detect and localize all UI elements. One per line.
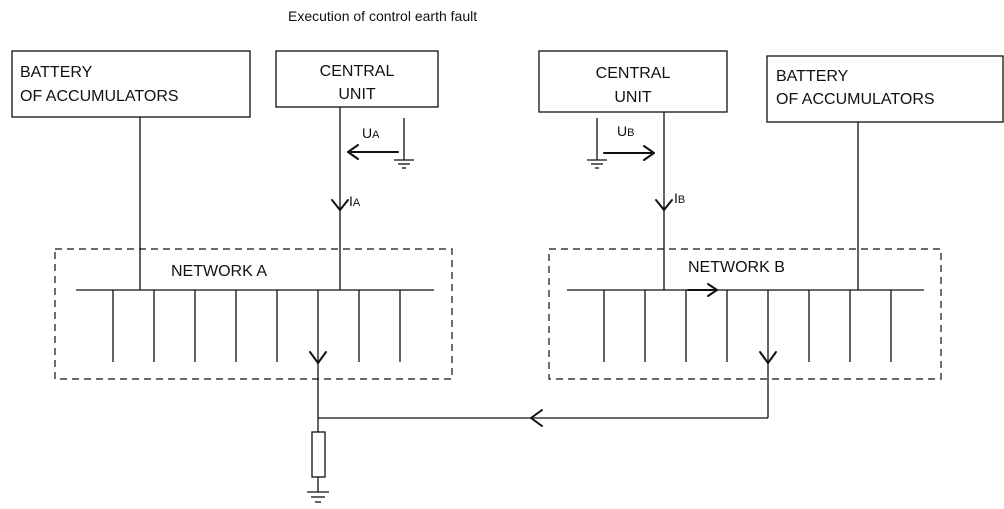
left-voltage-indicator: UA xyxy=(347,118,414,169)
network-b: NETWORK B xyxy=(548,248,942,380)
right-voltage-indicator: UB xyxy=(587,118,655,169)
left-voltage-arrowhead xyxy=(347,144,359,160)
left-current-arrowhead xyxy=(331,199,349,211)
right-battery-box: BATTERY OF ACCUMULATORS xyxy=(766,55,1004,123)
left-central-unit-label-line2: UNIT xyxy=(338,86,376,103)
right-battery-label-line2: OF ACCUMULATORS xyxy=(776,91,935,108)
fault-resistor xyxy=(311,431,326,492)
network-b-boundary xyxy=(548,248,942,380)
network-b-feeders xyxy=(603,290,892,362)
right-central-unit-label-line1: CENTRAL xyxy=(596,65,671,82)
fault-ground-icon xyxy=(307,491,329,503)
right-current-label: IB xyxy=(674,190,685,206)
left-battery-box: BATTERY OF ACCUMULATORS xyxy=(11,50,251,118)
left-battery-label-line1: BATTERY xyxy=(20,64,93,81)
network-b-fault-arrowhead xyxy=(759,351,777,364)
right-ground-icon xyxy=(587,159,607,169)
left-current-label: IA xyxy=(349,193,361,209)
left-central-unit-label-line1: CENTRAL xyxy=(320,63,395,80)
left-ground-icon xyxy=(394,159,414,169)
fault-return-arrowhead xyxy=(530,409,543,427)
network-a: NETWORK A xyxy=(54,248,453,380)
left-central-unit-box: CENTRAL UNIT xyxy=(275,50,439,108)
right-current-indicator: IB xyxy=(655,190,685,211)
network-a-label: NETWORK A xyxy=(171,263,267,280)
left-voltage-label: UA xyxy=(362,125,380,141)
right-battery-label-line1: BATTERY xyxy=(776,68,849,85)
fault-resistor-body xyxy=(311,431,326,478)
network-a-feeders xyxy=(112,290,401,362)
right-central-unit-label-line2: UNIT xyxy=(614,89,652,106)
left-current-indicator: IA xyxy=(331,193,361,211)
left-battery-label-line2: OF ACCUMULATORS xyxy=(20,88,179,105)
diagram-title: Execution of control earth fault xyxy=(288,8,477,24)
network-b-busbar-current-arrowhead xyxy=(707,283,718,297)
network-a-boundary xyxy=(54,248,453,380)
right-current-arrowhead xyxy=(655,199,673,211)
network-a-fault-arrowhead xyxy=(309,351,327,364)
right-central-unit-box: CENTRAL UNIT xyxy=(538,50,728,113)
right-voltage-label: UB xyxy=(617,123,634,139)
network-b-label: NETWORK B xyxy=(688,259,785,276)
right-voltage-arrowhead xyxy=(643,145,655,161)
